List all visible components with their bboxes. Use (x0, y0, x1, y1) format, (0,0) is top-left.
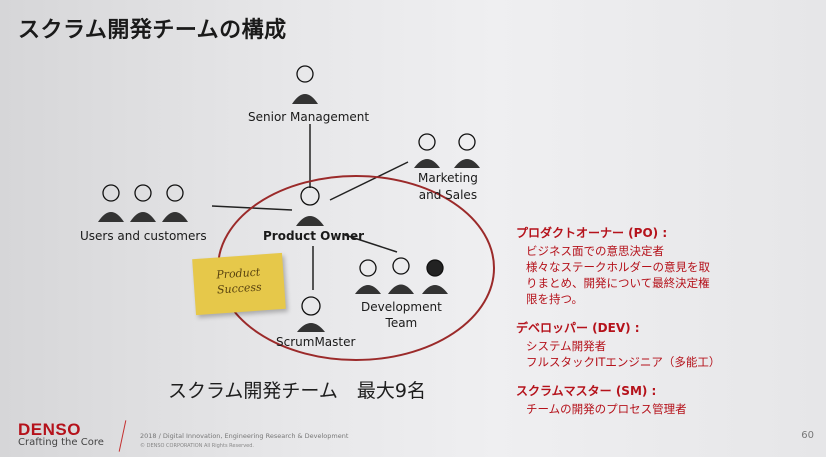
marketing-people-icon (414, 133, 480, 168)
label-scrummaster: ScrumMaster (276, 335, 356, 349)
team-size-title: スクラム開発チーム 最大9名 (168, 380, 426, 402)
tagline: Crafting the Core (18, 437, 104, 448)
role-po-description: ビジネス面での意思決定者 様々なステークホルダーの意見を取 りまとめ、開発につい… (526, 244, 710, 306)
slide-title: スクラム開発チームの構成 (18, 18, 287, 43)
product-success-sticky-note: Product Success (192, 252, 286, 316)
product-owner-icon (296, 186, 324, 226)
users-people-icon (98, 184, 188, 222)
role-sm-heading: スクラムマスター (SM) : (516, 384, 657, 398)
label-development-team: Development Team (361, 300, 442, 330)
label-marketing-sales: Marketing and Sales (418, 171, 478, 202)
footer-department: 2018 / Digital Innovation, Engineering R… (140, 432, 349, 440)
role-sm-description: チームの開発のプロセス管理者 (526, 402, 687, 416)
label-users-customers: Users and customers (80, 229, 207, 243)
role-po-heading: プロダクトオーナー (PO) : (516, 226, 668, 240)
sticky-text: Product Success (215, 265, 263, 297)
label-senior-management: Senior Management (248, 110, 370, 124)
senior-manager-icon (292, 65, 318, 104)
label-product-owner: Product Owner (263, 229, 365, 243)
roles-list: プロダクトオーナー (PO) : ビジネス面での意思決定者 様々なステークホルダ… (516, 224, 816, 429)
dev-team-icon (355, 257, 448, 294)
scrummaster-icon (297, 296, 325, 332)
line-marketing (329, 161, 409, 201)
page-number: 60 (801, 430, 814, 441)
slide-footer (0, 413, 826, 457)
role-dev-heading: デベロッパー (DEV) : (516, 321, 640, 335)
line-dev (344, 234, 398, 253)
footer-copyright: © DENSO CORPORATION All Rights Reserved. (140, 443, 254, 449)
role-dev-description: システム開発者 フルスタックITエンジニア（多能工） (526, 339, 721, 369)
denso-logo: DENSO (18, 420, 81, 439)
